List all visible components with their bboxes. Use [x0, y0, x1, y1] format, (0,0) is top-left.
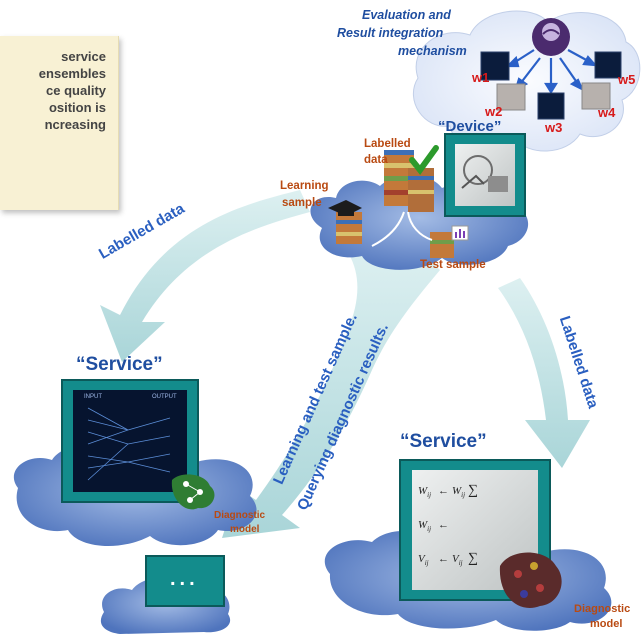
- book-stacks: [336, 150, 469, 258]
- right-diagnostic-model-line2: model: [590, 618, 623, 630]
- test-sample-label: Test sample: [420, 259, 486, 271]
- weight-arrows: [505, 49, 598, 95]
- split-arrows: [371, 211, 433, 247]
- brain-head-icon: [532, 18, 570, 56]
- weight-label-4: w4: [598, 105, 616, 120]
- svg-text:Vij: Vij: [418, 553, 429, 567]
- svg-text:Vij: Vij: [452, 553, 463, 567]
- eval-title-line2: Result integration: [337, 26, 444, 40]
- weight-label-1: w1: [472, 70, 490, 85]
- checkmark-icon: [409, 145, 439, 175]
- svg-text:∑: ∑: [468, 483, 478, 498]
- arrow-left-labelled-data: [100, 190, 310, 362]
- weight-screens: [480, 51, 622, 120]
- weight-label-2: w2: [485, 104, 503, 119]
- graduation-cap-icon: [328, 200, 362, 216]
- weight-label-3: w3: [545, 120, 563, 135]
- note-line: service: [61, 49, 106, 64]
- device-monitor: [444, 133, 526, 217]
- device-title: “Device”: [438, 118, 502, 135]
- note-line: osition is: [48, 100, 106, 115]
- weight-label-5: w5: [618, 72, 636, 87]
- more-services-monitor: [145, 555, 225, 607]
- left-diagnostic-model-line1: Diagnostic: [214, 510, 266, 521]
- svg-text:←: ←: [438, 485, 449, 497]
- learning-sample-line1: Learning: [280, 180, 329, 192]
- left-service-monitor: [61, 379, 199, 503]
- note-line: ce quality: [46, 83, 106, 98]
- left-diagnostic-model-icon: [171, 474, 215, 510]
- eval-title-line3: mechanism: [398, 44, 467, 58]
- nn-input-label: INPUT: [84, 394, 102, 400]
- right-service-title: “Service”: [400, 431, 487, 452]
- svg-text:←: ←: [438, 553, 449, 565]
- left-diagnostic-model-line2: model: [230, 524, 260, 535]
- note-box: service ensembles ce quality osition is …: [0, 36, 119, 210]
- note-line: ncreasing: [44, 117, 106, 132]
- arrow-center-learning-test: [222, 245, 440, 538]
- more-services-ellipsis: ...: [170, 568, 199, 590]
- note-text: service ensembles ce quality osition is …: [0, 48, 106, 133]
- eval-title-line1: Evaluation and: [362, 8, 451, 22]
- labelled-data-line2: data: [364, 154, 388, 166]
- svg-text:∑: ∑: [468, 551, 478, 566]
- learning-sample-line2: sample: [282, 197, 322, 209]
- right-diagnostic-model-icon: [499, 552, 562, 609]
- left-service-title: “Service”: [76, 354, 163, 375]
- note-line: ensembles: [38, 66, 106, 81]
- arrow-right-labelled-data: [498, 278, 590, 468]
- svg-text:←: ←: [438, 519, 449, 531]
- labelled-data-line1: Labelled: [364, 138, 411, 150]
- nn-output-label: OUTPUT: [152, 394, 177, 400]
- right-diagnostic-model-line1: Diagnostic: [574, 603, 631, 615]
